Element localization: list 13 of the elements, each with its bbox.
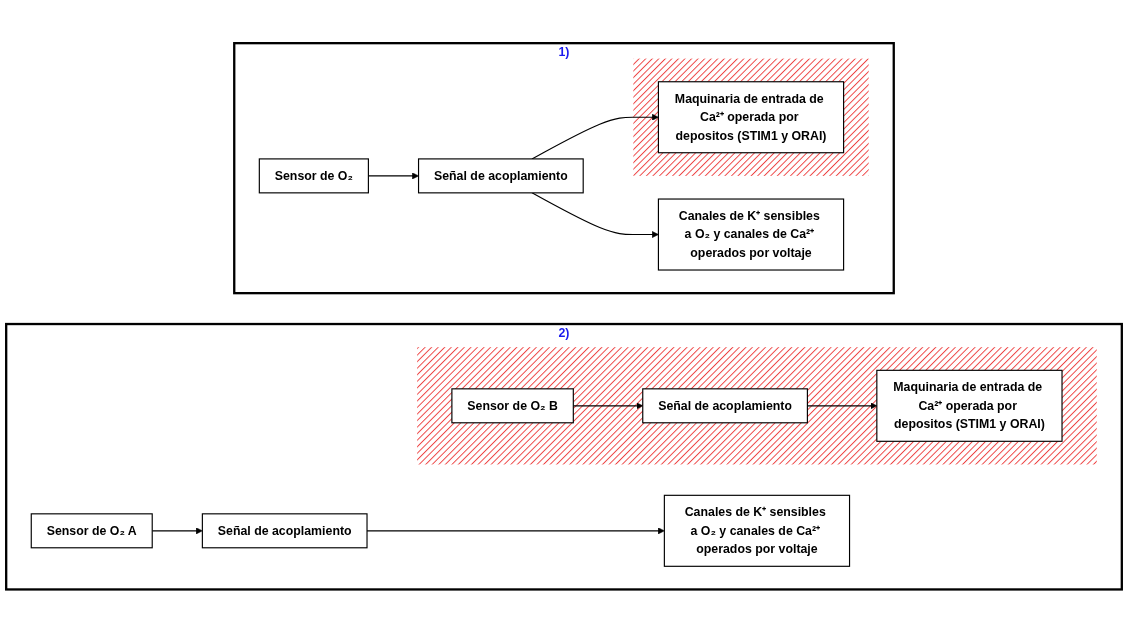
node-box: Maquinaria de entrada de Ca²⁺ operada por depositos (STIM1 y ORAI)	[876, 369, 1063, 443]
cluster	[417, 347, 1097, 465]
node-box: Sensor de O₂	[258, 158, 369, 194]
node-box: Sensor de O₂ A	[30, 513, 153, 549]
arrow	[531, 114, 659, 160]
node-box: Señal de acoplamiento	[201, 513, 368, 549]
node-box: Maquinaria de entrada de Ca²⁺ operada por depositos (STIM1 y ORAI)	[657, 81, 845, 154]
node-box: Señal de acoplamiento	[417, 158, 584, 194]
node-box: Señal de acoplamiento	[642, 388, 808, 424]
node-box: Canales de K⁺ sensibles a O₂ y canales de Ca²⁺ operados por voltaje	[663, 494, 851, 568]
cluster	[633, 58, 869, 177]
node-box: Canales de K⁺ sensibles a O₂ y canales de Ca²⁺ operados por voltaje	[657, 198, 845, 271]
node-box: Sensor de O₂ B	[451, 388, 574, 424]
